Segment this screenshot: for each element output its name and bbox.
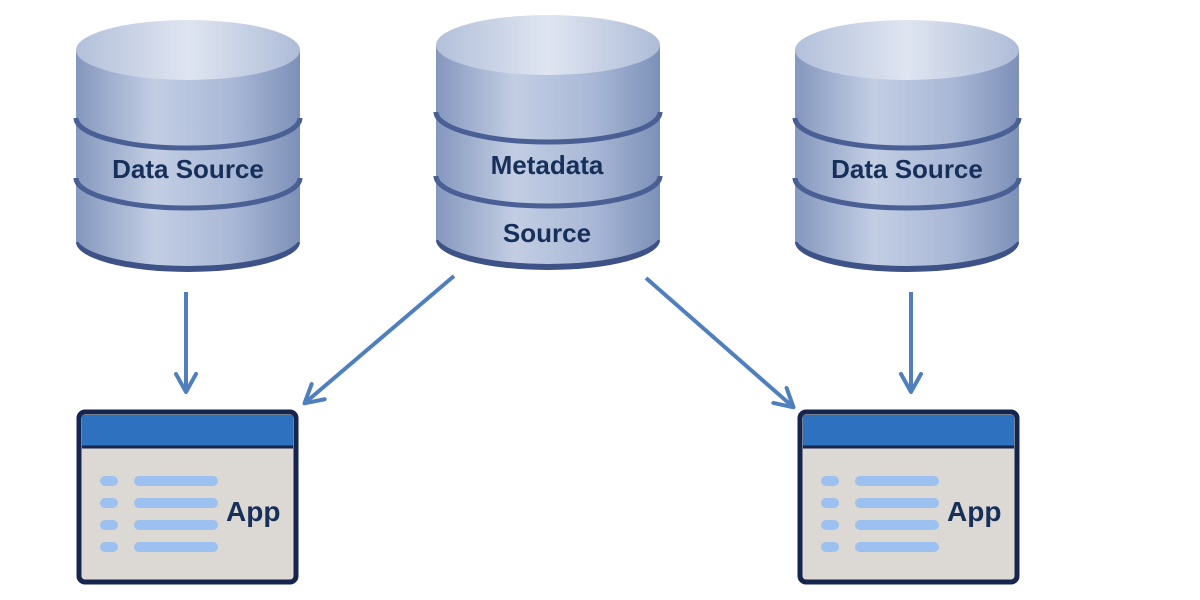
app-right-bullet	[821, 520, 839, 530]
db-right-label: Data Source	[831, 154, 983, 184]
app-left-header	[82, 415, 293, 446]
app-right-bullet	[821, 476, 839, 486]
db-center-band-1	[433, 111, 663, 145]
app-left-bullet	[100, 476, 118, 486]
app-left-line	[134, 542, 218, 552]
db-left-band-1	[73, 117, 303, 151]
app-right-bullet	[821, 498, 839, 508]
app-left-label: App	[226, 496, 281, 527]
arrow-metadata-to-right-app	[644, 276, 796, 410]
app-left-frame	[76, 409, 299, 585]
db-center-band-2	[433, 175, 663, 209]
app-left-bullet	[100, 542, 118, 552]
app-window-right	[797, 409, 1020, 585]
app-left-line	[134, 498, 218, 508]
db-center-label-line2: Source	[502, 218, 592, 248]
db-left-bottom	[76, 206, 300, 266]
database-left	[73, 20, 303, 272]
app-right-line	[855, 498, 939, 508]
app-right-line	[855, 542, 939, 552]
app-left-bullet	[100, 520, 118, 530]
database-center	[433, 15, 663, 270]
app-left-line	[134, 476, 218, 486]
app-left-bullet	[100, 498, 118, 508]
db-right-bottom	[795, 206, 1019, 266]
app-right-bullet	[821, 542, 839, 552]
db-right-band-1	[792, 117, 1022, 151]
db-left-label: Data Source	[112, 154, 264, 184]
db-center-top	[436, 15, 660, 75]
db-center-label-line1: Metadata	[490, 150, 604, 180]
app-right-header	[803, 415, 1014, 446]
db-center-bottom	[436, 204, 660, 264]
db-left-top	[76, 20, 300, 80]
app-left-line	[134, 520, 218, 530]
database-right	[792, 20, 1022, 272]
db-left-band-2	[73, 177, 303, 211]
app-right-line	[855, 476, 939, 486]
app-right-frame	[797, 409, 1020, 585]
arrow-metadata-to-left-app	[302, 274, 456, 406]
app-window-left	[76, 409, 299, 585]
app-right-label: App	[947, 496, 1002, 527]
db-right-top	[795, 20, 1019, 80]
app-right-line	[855, 520, 939, 530]
db-right-band-2	[792, 177, 1022, 211]
